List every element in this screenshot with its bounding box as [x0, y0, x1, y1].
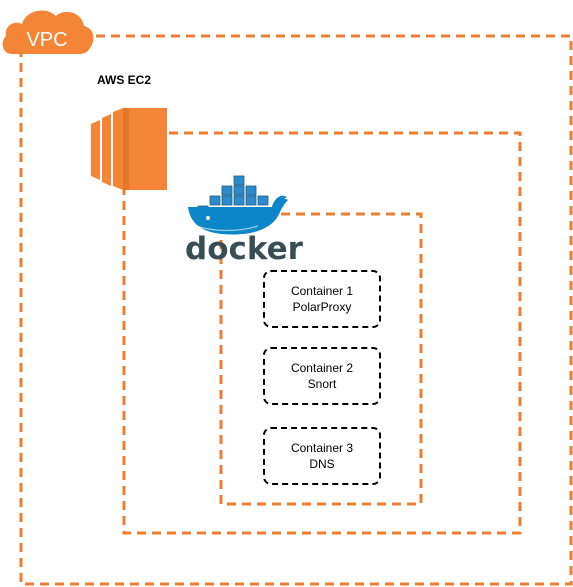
- container-3-box[interactable]: Container 3 DNS: [263, 427, 381, 485]
- vpc-boundary: [19, 34, 573, 586]
- container-2-name: Snort: [307, 377, 337, 391]
- docker-whale-icon: [188, 175, 288, 235]
- container-1-box[interactable]: Container 1 PolarProxy: [263, 270, 381, 328]
- aws-ec2-label: AWS EC2: [97, 73, 152, 87]
- container-1-name: PolarProxy: [292, 300, 352, 314]
- container-3-title: Container 3: [290, 441, 354, 455]
- cloud-icon: [2, 10, 94, 54]
- container-3-name: DNS: [309, 457, 335, 471]
- aws-ec2-icon: [91, 108, 167, 190]
- container-2-title: Container 2: [290, 361, 354, 375]
- container-1-title: Container 1: [290, 284, 354, 298]
- ec2-boundary: [122, 131, 522, 535]
- docker-wordmark: docker: [185, 231, 304, 267]
- vpc-label: VPC: [26, 29, 67, 51]
- docker-boundary: [219, 212, 423, 506]
- container-2-box[interactable]: Container 2 Snort: [263, 347, 381, 405]
